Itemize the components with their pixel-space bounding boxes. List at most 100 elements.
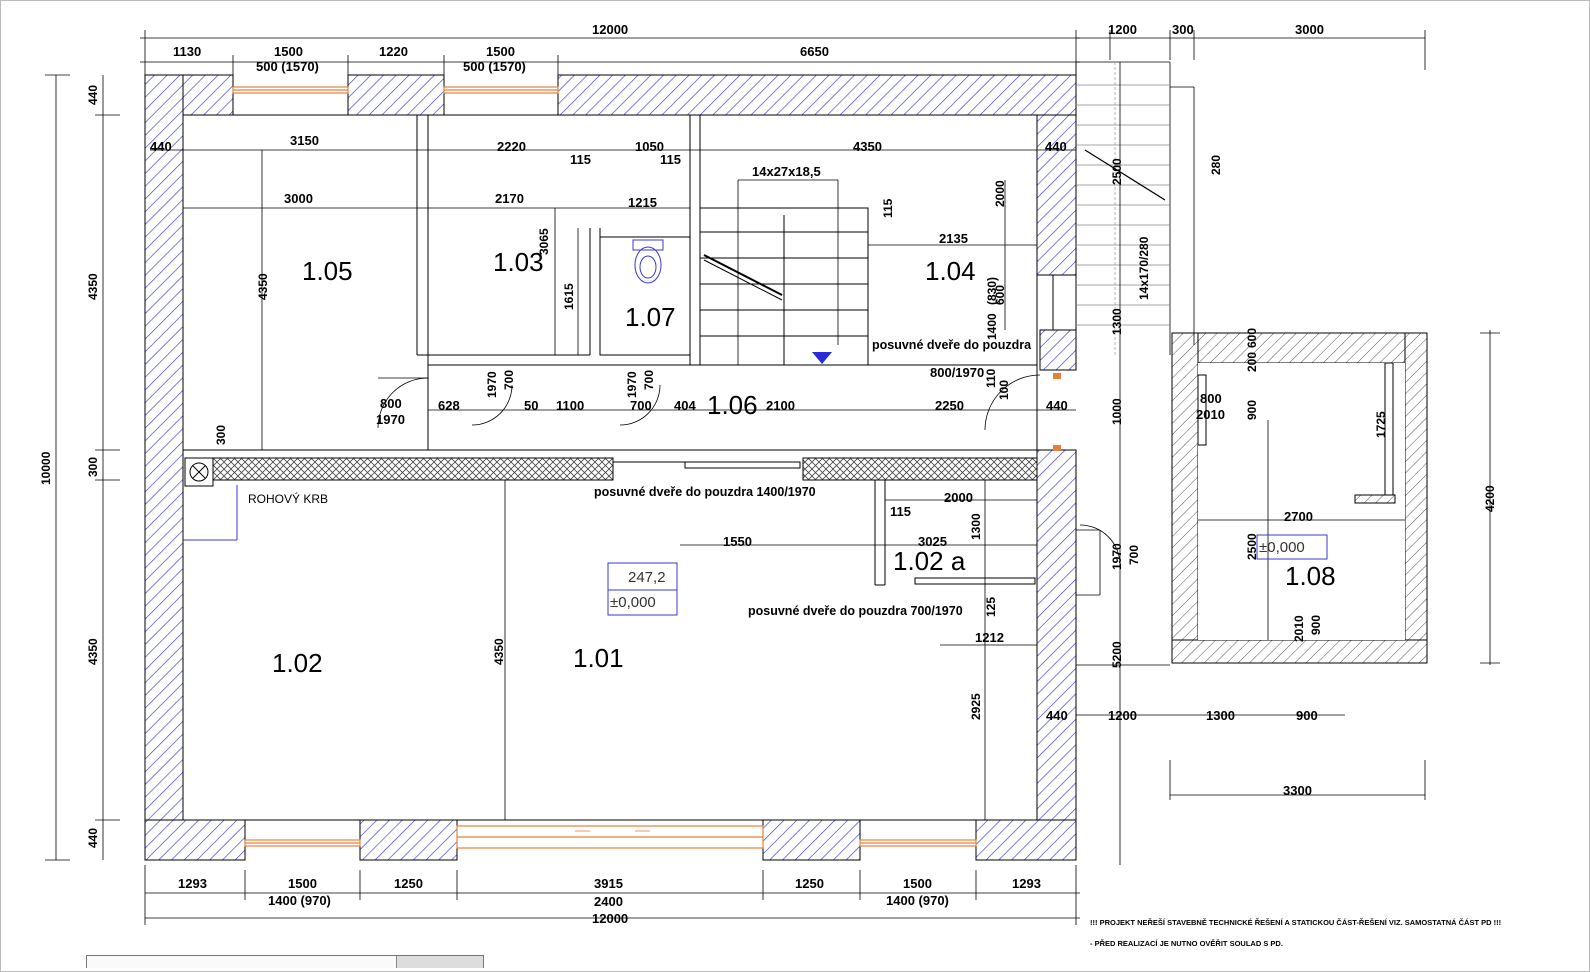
dim-bottom-12000: 12000 <box>592 911 628 926</box>
dim-900b: 900 <box>1245 400 1259 420</box>
dim-440g: 440 <box>86 828 100 848</box>
fireplace-icon <box>184 457 214 487</box>
dim-1400: 1400 <box>985 313 999 340</box>
dim-1970a: 1970 <box>376 412 405 427</box>
dim-2010b: 2010 <box>1292 615 1306 642</box>
dim-3150: 3150 <box>290 133 319 148</box>
footnote-1: !!! PROJEKT NEŘEŠÍ STAVEBNĚ TECHNICKÉ ŘE… <box>1090 918 1501 927</box>
dim-1970d: 1970 <box>1110 543 1124 570</box>
dim-115c: 115 <box>881 198 895 218</box>
dim-bottom-1400a: 1400 (970) <box>268 893 331 908</box>
dim-1000: 1000 <box>1110 398 1124 425</box>
level-bottom-value: ±0,000 <box>610 594 656 611</box>
dim-280: 280 <box>1209 155 1223 175</box>
dim-right-3000: 3000 <box>1295 22 1324 37</box>
sliding-door-note-1: posuvné dveře do pouzdra <box>872 338 1032 352</box>
dim-bottom-2400: 2400 <box>594 894 623 909</box>
drawing-tab-handle[interactable] <box>396 956 483 968</box>
dim-4200: 4200 <box>1483 485 1497 512</box>
dimension-lines <box>45 30 1500 925</box>
dim-1970b: 1970 <box>485 371 499 398</box>
dim-1300a: 1300 <box>1110 308 1124 335</box>
dim-2500b: 2500 <box>1245 533 1259 560</box>
room-105: 1.05 <box>302 256 353 286</box>
dim-700b: 700 <box>642 370 656 390</box>
exterior-stairs <box>1075 61 1195 666</box>
dim-bottom-1500b: 1500 <box>903 876 932 891</box>
room-107: 1.07 <box>625 302 676 332</box>
dim-3025: 3025 <box>918 534 947 549</box>
dim-125: 125 <box>984 597 998 617</box>
dim-2500a: 2500 <box>1110 158 1124 185</box>
dim-bottom-1400b: 1400 (970) <box>886 893 949 908</box>
dim-900c: 900 <box>1309 615 1323 635</box>
dim-2925: 2925 <box>969 693 983 720</box>
dim-1212: 1212 <box>975 630 1004 645</box>
dim-1100: 1100 <box>556 398 584 413</box>
dim-2000v: 2000 <box>993 180 1007 207</box>
dim-800b: 800 <box>1200 391 1222 406</box>
dim-115b: 115 <box>660 152 681 167</box>
dim-bottom-1293b: 1293 <box>1012 876 1041 891</box>
level-marker: 247,2 ±0,000 ±0,000 <box>607 534 1328 616</box>
dim-bottom-1250b: 1250 <box>795 876 824 891</box>
dim-stairs: 14x27x18,5 <box>752 164 821 179</box>
dim-440b: 440 <box>1045 139 1067 154</box>
dim-stairs2: 14x170/280 <box>1137 236 1151 300</box>
annex-walls <box>1171 332 1428 664</box>
dim-440c: 440 <box>1046 398 1068 413</box>
footnote-2: - PŘED REALIZACÍ JE NUTNO OVĚŘIT SOULAD … <box>1090 939 1283 948</box>
dim-115d: 115 <box>890 504 911 519</box>
toilet-icon <box>632 239 664 284</box>
dim-700c: 700 <box>630 398 652 413</box>
dim-1200b: 1200 <box>1108 708 1137 723</box>
dim-1300b: 1300 <box>969 513 983 540</box>
dim-top-total: 12000 <box>592 22 628 37</box>
dim-1725: 1725 <box>1374 411 1388 438</box>
dim-900a: 900 <box>1296 708 1318 723</box>
dim-bottom-1250a: 1250 <box>394 876 423 891</box>
sliding-door-note-2: posuvné dveře do pouzdra 1400/1970 <box>594 485 816 499</box>
dim-10000: 10000 <box>39 451 53 485</box>
dim-600b: 600 <box>1245 328 1259 348</box>
dim-110: 110 <box>984 368 998 388</box>
sliding-door-note-3: posuvné dveře do pouzdra 700/1970 <box>748 604 963 618</box>
dim-2135: 2135 <box>939 231 968 246</box>
dim-50: 50 <box>524 398 538 413</box>
masonry-wall <box>212 457 1038 481</box>
dim-4350-left2: 4350 <box>86 638 100 665</box>
dim-top-1220: 1220 <box>379 44 408 59</box>
dim-1550: 1550 <box>723 534 752 549</box>
dim-300: 300 <box>214 425 228 445</box>
dim-2700: 2700 <box>1284 509 1313 524</box>
dim-3065: 3065 <box>537 228 551 255</box>
dim-800a: 800 <box>380 396 402 411</box>
dim-700d: 700 <box>1127 545 1141 565</box>
level-108-value: ±0,000 <box>1259 539 1305 556</box>
dim-4350h: 4350 <box>853 139 882 154</box>
dim-600: 600 <box>993 285 1007 305</box>
dim-5200: 5200 <box>1110 641 1124 668</box>
dim-1615: 1615 <box>562 283 576 310</box>
room-103: 1.03 <box>493 247 544 277</box>
dim-404: 404 <box>674 398 696 413</box>
dim-4350va: 4350 <box>256 273 270 300</box>
dim-3000: 3000 <box>284 191 313 206</box>
dim-800-1970: 800/1970 <box>930 365 984 380</box>
dim-1970c: 1970 <box>625 371 639 398</box>
drawing-tab-bar[interactable] <box>86 955 484 968</box>
room-labels: 1.05 1.03 1.07 1.04 1.06 1.02 1.01 1.02 … <box>272 247 1336 678</box>
fireplace-label: ROHOVÝ KRB <box>248 491 328 506</box>
dim-440d: 440 <box>1046 708 1068 723</box>
door-markers <box>1053 373 1061 451</box>
horizontal-dimensions: 12000 1130 1500 500 (1570) 1220 1500 500… <box>150 22 1324 926</box>
dim-top-1500b: 1500 <box>486 44 515 59</box>
dim-3300: 3300 <box>1283 783 1312 798</box>
room-101: 1.01 <box>573 643 624 673</box>
dim-440a: 440 <box>150 139 172 154</box>
stair-arrow-icon <box>812 352 832 364</box>
annotations: ROHOVÝ KRB posuvné dveře do pouzdra posu… <box>248 338 1032 618</box>
level-top-value: 247,2 <box>628 569 666 586</box>
dim-bottom-3915: 3915 <box>594 876 623 891</box>
dim-2010a: 2010 <box>1196 407 1225 422</box>
